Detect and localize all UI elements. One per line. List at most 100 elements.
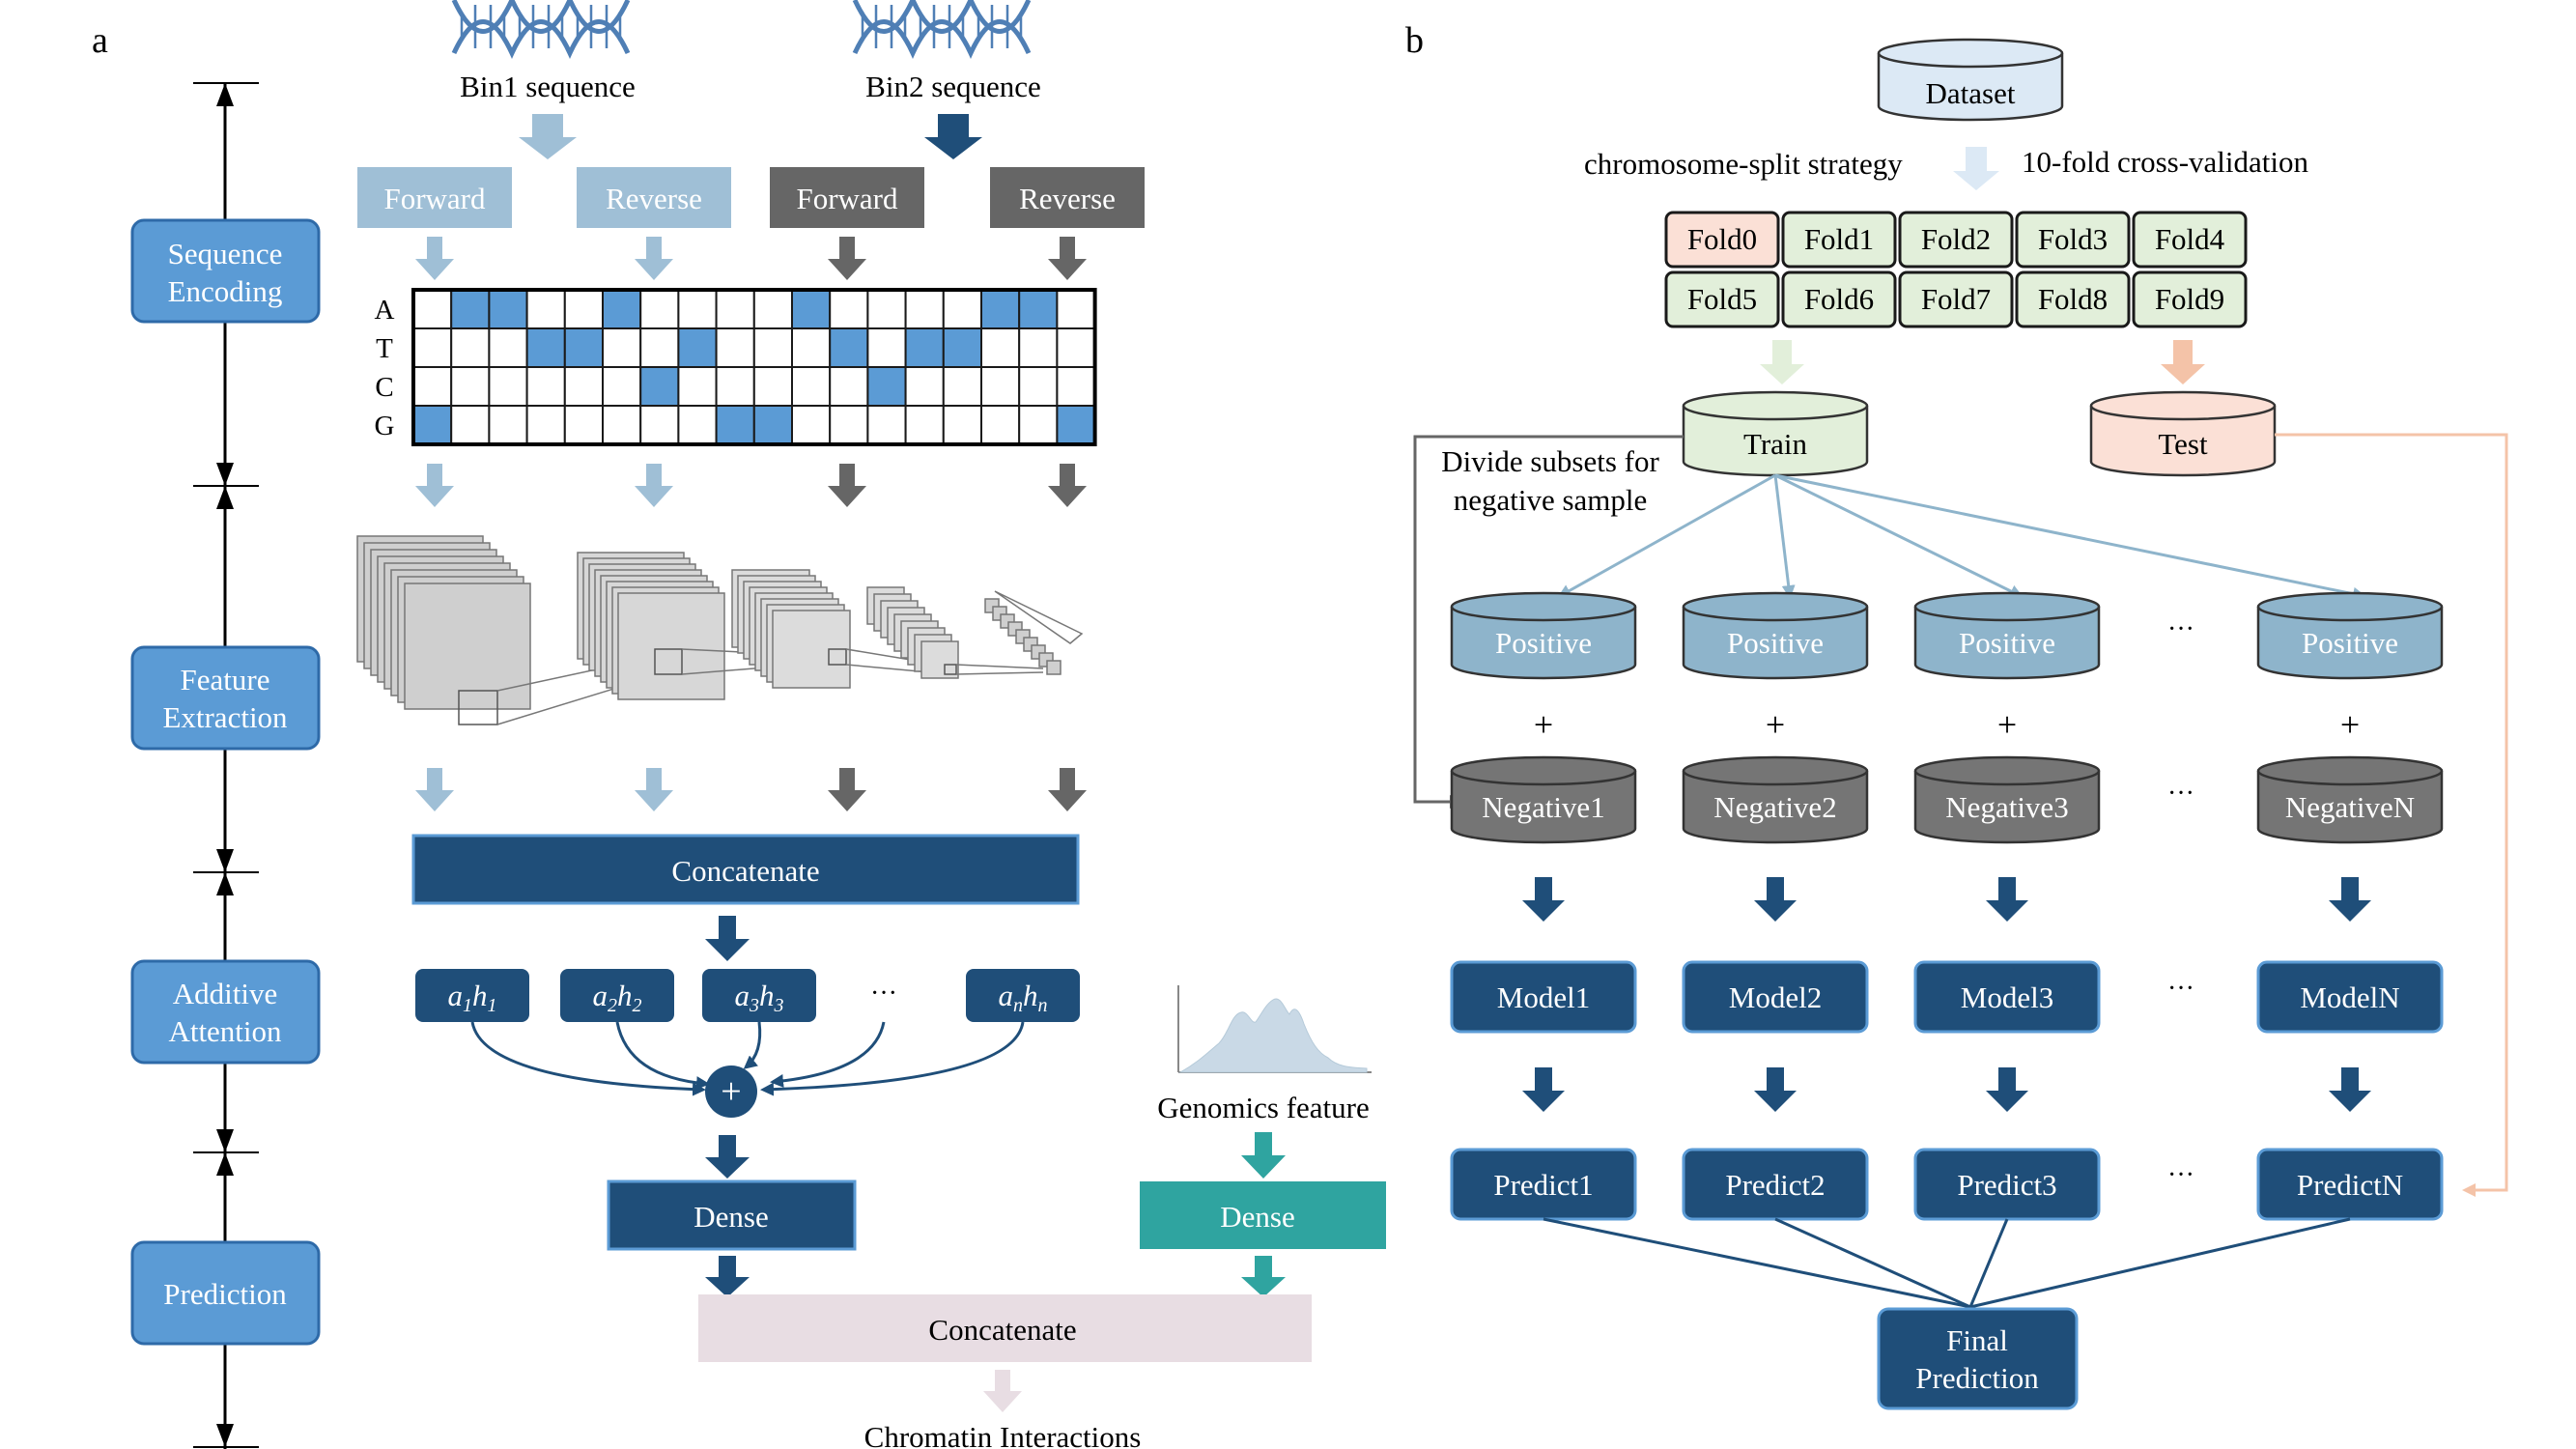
- concatenate-final-block: [698, 1294, 1312, 1362]
- svg-text:a3h3: a3h3: [735, 979, 784, 1016]
- fold-cell: [1664, 211, 1780, 269]
- negative-cylinder: Negative3: [1913, 755, 2101, 844]
- onehot-cell: [450, 405, 491, 445]
- onehot-cell: [904, 366, 945, 407]
- strand-box-bin2-forward: [770, 167, 924, 228]
- split-strategy-label: chromosome-split strategy: [1584, 147, 1903, 181]
- onehot-cell: [752, 289, 793, 329]
- fold-cell: [2015, 270, 2131, 328]
- stage-feature-extraction: Feature Extraction: [130, 645, 321, 751]
- onehot-cell: [980, 289, 1021, 329]
- predict-to-final-connector: [1969, 1217, 2351, 1309]
- onehot-cell: [563, 405, 604, 445]
- onehot-cell: [602, 289, 642, 329]
- onehot-cell: [602, 366, 642, 407]
- fold-cell: [1781, 211, 1897, 269]
- fold-cell: [2132, 270, 2248, 328]
- stage-additive-attention-line1: Additive: [173, 977, 278, 1010]
- onehot-cell: [412, 327, 453, 368]
- onehot-cell: [791, 405, 832, 445]
- kernel-window: [828, 648, 847, 666]
- onehot-cell: [1018, 289, 1059, 329]
- positive-cylinder: Positive: [2256, 591, 2444, 680]
- fold-label: Fold5: [1687, 282, 1757, 316]
- predict-block-label: Predict1: [1493, 1168, 1593, 1202]
- predict-to-final-connector: [1968, 1218, 2009, 1308]
- onehot-cell: [412, 366, 453, 407]
- stage-sequence-encoding-line1: Sequence: [168, 237, 283, 270]
- matrix-arrows: [415, 464, 1087, 507]
- stage-additive-attention-line2: Attention: [168, 1014, 282, 1048]
- down-arrow: [2329, 1067, 2371, 1112]
- column-ellipsis: ···: [2167, 1160, 2194, 1190]
- onehot-cell: [488, 405, 528, 445]
- stage-feature-extraction-line1: Feature: [181, 663, 270, 696]
- onehot-cell: [488, 366, 528, 407]
- onehot-matrix: [411, 288, 1097, 446]
- predict-block-label: PredictN: [2297, 1168, 2403, 1202]
- onehot-cell: [752, 366, 793, 407]
- dense-block-right: [1140, 1181, 1386, 1249]
- positive-cylinder-label: Positive: [1495, 626, 1592, 660]
- onehot-cell: [1018, 366, 1059, 407]
- predict-to-final-connector: [1774, 1217, 1971, 1309]
- onehot-cell: [450, 289, 491, 329]
- down-arrow: [1241, 1132, 1286, 1179]
- predict-block-label: Predict3: [1957, 1168, 2056, 1202]
- divide-note-line1: Divide subsets for: [1441, 444, 1659, 478]
- fold-label: Fold0: [1687, 222, 1757, 256]
- down-arrow: [1754, 877, 1797, 922]
- fold-cell: [1898, 211, 2014, 269]
- onehot-cell: [1018, 327, 1059, 368]
- predict-block: Predict3: [1913, 1148, 2101, 1221]
- model-block: ModelN: [2256, 960, 2444, 1034]
- onehot-cell: [488, 327, 528, 368]
- negative-cylinder-label: Negative1: [1482, 790, 1604, 824]
- genomics-feature-plot: [1177, 985, 1372, 1073]
- positive-cylinder-label: Positive: [1727, 626, 1824, 660]
- fold-label: Fold2: [1921, 222, 1991, 256]
- onehot-cell: [715, 366, 755, 407]
- onehot-cell: [677, 289, 718, 329]
- onehot-cell: [1056, 327, 1096, 368]
- dataset-cylinder: [1877, 38, 2064, 122]
- bin2-sequence-label: Bin2 sequence: [865, 70, 1041, 103]
- onehot-cell: [525, 289, 566, 329]
- plus-symbol: +: [1766, 705, 1785, 744]
- fold-label: Fold4: [2155, 222, 2225, 256]
- final-prediction-block: Final Prediction: [1877, 1307, 2079, 1410]
- fold-label: Fold1: [1804, 222, 1874, 256]
- onehot-cell: [563, 289, 604, 329]
- down-arrow: [519, 114, 577, 159]
- onehot-cell: [942, 289, 982, 329]
- kernel-window: [654, 648, 683, 675]
- bin1-sequence-label: Bin1 sequence: [460, 70, 636, 103]
- negative-sample-connector: [1413, 435, 1684, 809]
- feature-map: [1046, 660, 1062, 675]
- strand-label: Reverse: [606, 182, 702, 215]
- model-block: Model2: [1682, 960, 1869, 1034]
- onehot-cell: [639, 327, 680, 368]
- test-label: Test: [2158, 427, 2208, 461]
- onehot-cell: [1056, 289, 1096, 329]
- strand-label: Forward: [383, 182, 486, 215]
- down-arrow: [1760, 340, 1804, 384]
- stage-prediction-label: Prediction: [163, 1277, 287, 1311]
- model-columns: Positive+Negative1Model1Predict1Positive…: [1450, 591, 2444, 1309]
- down-arrow: [2161, 340, 2205, 384]
- down-arrow: [1522, 1067, 1565, 1112]
- fold-label: Fold7: [1921, 282, 1991, 316]
- base-label: T: [376, 333, 393, 364]
- onehot-cell: [715, 405, 755, 445]
- onehot-cell: [488, 289, 528, 329]
- positive-cylinder: Positive: [1450, 591, 1637, 680]
- down-arrow: [1754, 1067, 1797, 1112]
- train-cylinder: [1682, 390, 1869, 477]
- train-label: Train: [1743, 427, 1808, 461]
- onehot-cell: [791, 366, 832, 407]
- stage-feature-extraction-line2: Extraction: [162, 700, 288, 734]
- onehot-cell: [639, 405, 680, 445]
- onehot-cell: [980, 366, 1021, 407]
